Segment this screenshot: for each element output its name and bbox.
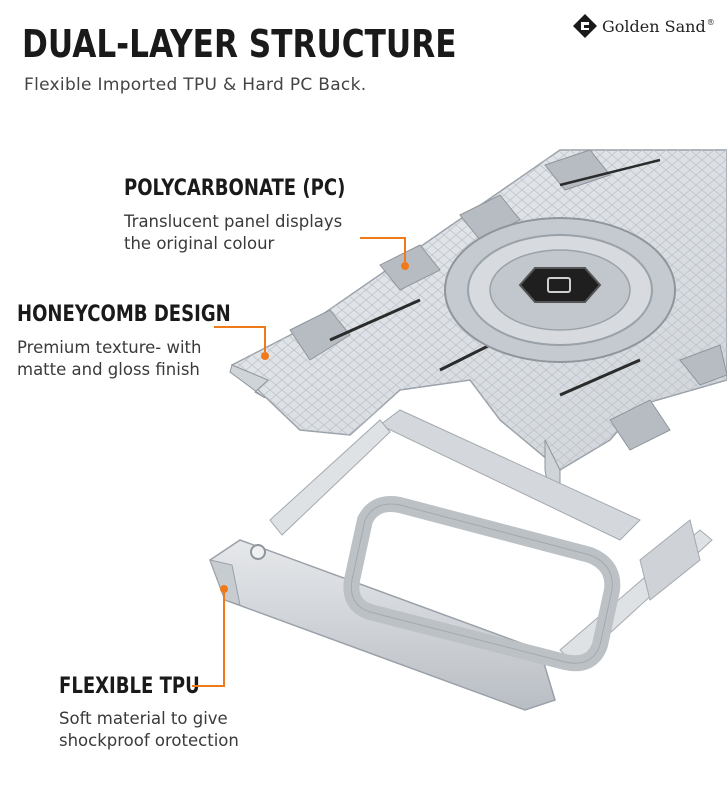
- honeycomb-description-line-2: matte and gloss finish: [17, 360, 200, 379]
- polycarbonate-description-line-1: Translucent panel displays: [124, 212, 343, 231]
- page-title: DUAL-LAYER STRUCTURE: [22, 22, 457, 66]
- brand: Golden Sand®: [572, 13, 715, 39]
- tpu-bumper-frame: [209, 409, 713, 711]
- brand-name-text: Golden Sand: [602, 16, 706, 36]
- brand-name: Golden Sand®: [602, 17, 715, 36]
- tpu-description-line-2: shockproof orotection: [59, 731, 239, 750]
- page-subtitle: Flexible Imported TPU & Hard PC Back.: [24, 75, 367, 95]
- honeycomb-description-line-1: Premium texture- with: [17, 338, 202, 357]
- polycarbonate-description-line-2: the original colour: [124, 234, 275, 253]
- registered-mark: ®: [706, 18, 715, 28]
- tpu-title: FLEXIBLE TPU: [59, 674, 200, 699]
- golden-sand-logo-icon: [573, 14, 597, 38]
- honeycomb-title: HONEYCOMB DESIGN: [17, 302, 231, 327]
- pc-back-panel: [229, 149, 727, 501]
- polycarbonate-title: POLYCARBONATE (PC): [124, 176, 346, 201]
- tpu-description-line-1: Soft material to give: [59, 709, 228, 728]
